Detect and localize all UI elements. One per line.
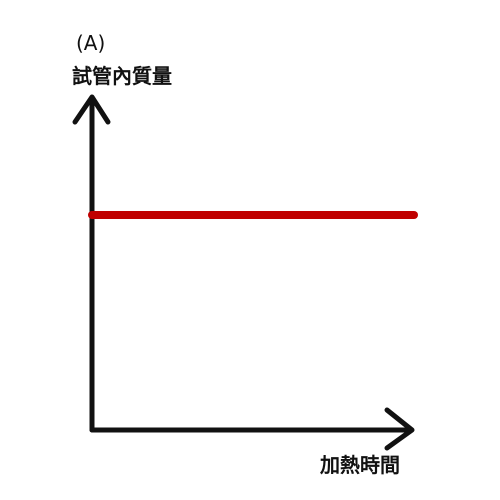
y-axis-arrowhead: [72, 94, 111, 125]
panel-label: (A): [76, 31, 105, 55]
axes: [72, 94, 415, 451]
x-axis-arrowhead: [384, 407, 415, 451]
y-axis-label: 試管內質量: [72, 64, 172, 88]
x-axis-label: 加熱時間: [319, 453, 400, 477]
